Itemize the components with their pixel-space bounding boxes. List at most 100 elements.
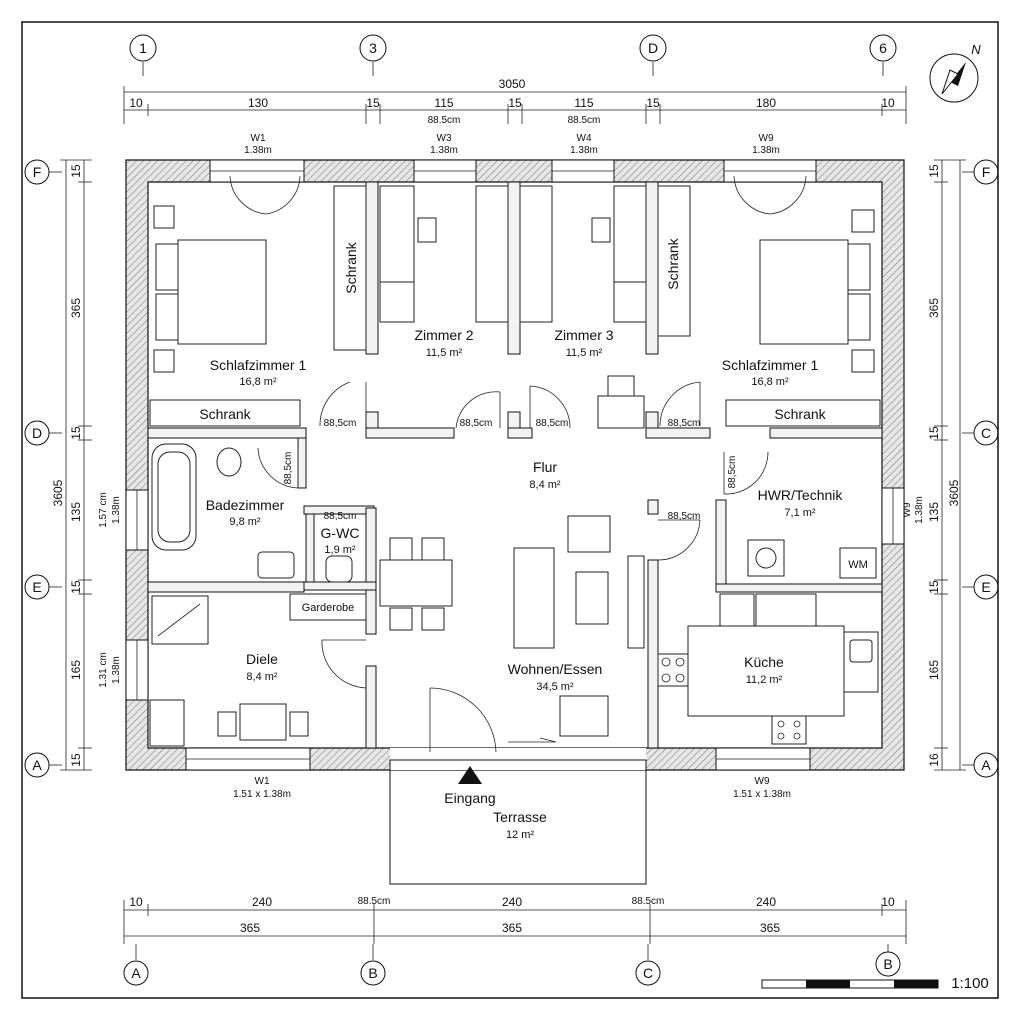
dim-label: 1.57 cm — [98, 492, 109, 528]
kitchen-island — [687, 625, 845, 717]
door-label: 88,5cm — [536, 418, 569, 429]
door-label: 88,5cm — [460, 418, 493, 429]
dim-total-top: 3050 — [499, 77, 526, 91]
window-name: W4 — [577, 133, 592, 144]
dim-label: W9 — [902, 502, 913, 517]
top-dimensions: 3050 10 130 15 115 15 115 15 180 10 88.5… — [123, 77, 907, 126]
door-labels: 88,5cm 88,5cm 88,5cm 88,5cm 88,5cm 88,5c… — [283, 418, 738, 522]
window-name: W9 — [755, 776, 770, 787]
dim-label: 115 — [574, 96, 593, 110]
window-name: W9 — [759, 133, 774, 144]
schrank-label: Schrank — [199, 406, 251, 422]
schrank-label: Schrank — [665, 237, 681, 289]
bed-right — [759, 239, 849, 345]
dining-table — [379, 559, 453, 607]
grid-bubble-top-6 — [869, 34, 897, 62]
dim-total-right: 3605 — [947, 479, 961, 506]
chair — [607, 375, 635, 397]
door-label: 88,5cm — [283, 452, 294, 485]
room-area: 11,5 m² — [566, 347, 603, 359]
wm-label: WM — [848, 559, 868, 571]
room-labels: Schlafzimmer 1 16,8 m² Zimmer 2 11,5 m² … — [206, 327, 844, 841]
dim-label: 15 — [927, 426, 941, 440]
grid-bubble-top-d — [639, 34, 667, 62]
dim-label: 15 — [927, 164, 941, 178]
windows — [125, 159, 905, 771]
room-area: 9,8 m² — [229, 516, 261, 528]
room-name: Flur — [533, 459, 557, 475]
door-label: 88,5cm — [324, 511, 357, 522]
dim-label: 15 — [646, 96, 660, 110]
dim-label: 88.5cm — [632, 896, 665, 907]
dim-label: 88.5cm — [358, 896, 391, 907]
room-area: 1,9 m² — [324, 544, 356, 556]
window-size: 1.51 x 1.38m — [233, 789, 291, 800]
grid-label: C — [981, 425, 991, 441]
grid-label: A — [32, 757, 42, 773]
window-size: 1.51 x 1.38m — [733, 789, 791, 800]
garderobe-label: Garderobe — [302, 602, 355, 614]
room-area: 8,4 m² — [246, 671, 278, 683]
bottom-window-labels: W1 1.51 x 1.38m W9 1.51 x 1.38m — [233, 776, 791, 800]
dim-label: 1.38m — [914, 496, 925, 524]
room-name: Zimmer 2 — [414, 327, 473, 343]
room-name: Terrasse — [493, 809, 547, 825]
dim-label: 10 — [881, 96, 895, 110]
window-size: 1.38m — [244, 145, 272, 156]
window-size: 1.38m — [570, 145, 598, 156]
shower — [151, 595, 209, 645]
garderobe — [289, 593, 367, 621]
room-area: 7,1 m² — [784, 507, 816, 519]
dim-label: 1.38m — [111, 656, 122, 684]
room-area: 16,8 m² — [239, 376, 277, 388]
dim-label: 180 — [756, 96, 776, 110]
grid-bubble-top-3 — [359, 34, 387, 62]
schrank-label: Schrank — [774, 406, 826, 422]
dim-label: 240 — [502, 895, 522, 909]
schrank-vertical-right — [657, 185, 691, 337]
grid-label: 6 — [879, 40, 887, 56]
room-area: 11,2 m² — [746, 674, 783, 686]
window-name: W3 — [437, 133, 452, 144]
chair — [591, 217, 611, 243]
sheet-border — [21, 21, 999, 999]
grid-label: 1 — [139, 40, 147, 56]
dim-label: 1.38m — [111, 496, 122, 524]
schrank-left — [149, 399, 301, 427]
chair — [417, 217, 437, 243]
grid-label: 3 — [369, 40, 377, 56]
dim-label: 365 — [760, 921, 780, 935]
stove — [657, 653, 689, 687]
exterior-walls — [125, 159, 905, 771]
door-label: 88,5cm — [668, 511, 701, 522]
grid-label: A — [981, 757, 991, 773]
grid-label: E — [32, 579, 41, 595]
entrance-arrow — [458, 766, 482, 784]
room-name: G-WC — [321, 525, 360, 541]
dim-label: 240 — [756, 895, 776, 909]
window-size: 1.38m — [752, 145, 780, 156]
sofa — [513, 547, 555, 649]
window-name: W1 — [251, 133, 266, 144]
dim-label: 10 — [881, 895, 895, 909]
dim-label: 88.5cm — [568, 115, 601, 126]
room-name: Wohnen/Essen — [508, 661, 603, 677]
grid-label: D — [648, 40, 658, 56]
room-area: 34,5 m² — [536, 681, 574, 693]
schrank-vertical-left — [333, 185, 367, 351]
right-dimensions: 15 365 15 135 15 165 16 3605 W9 1.38m — [902, 159, 966, 771]
left-dimensions: 15 365 15 135 15 165 15 3605 1.57 cm 1.3… — [51, 159, 122, 771]
grid-label: B — [368, 965, 377, 981]
dim-label: 15 — [927, 580, 941, 594]
room-name: Zimmer 3 — [554, 327, 613, 343]
dim-label: 15 — [69, 753, 83, 767]
grid-bubble-top-1 — [129, 34, 157, 62]
schrank-label: Schrank — [343, 241, 359, 293]
north-label: N — [971, 42, 981, 57]
left-grid-bubbles: F D E A — [24, 159, 62, 778]
dim-label: 365 — [927, 298, 941, 318]
schrank-right — [725, 399, 881, 427]
terrace-outline — [389, 759, 647, 885]
grid-label: F — [982, 164, 991, 180]
